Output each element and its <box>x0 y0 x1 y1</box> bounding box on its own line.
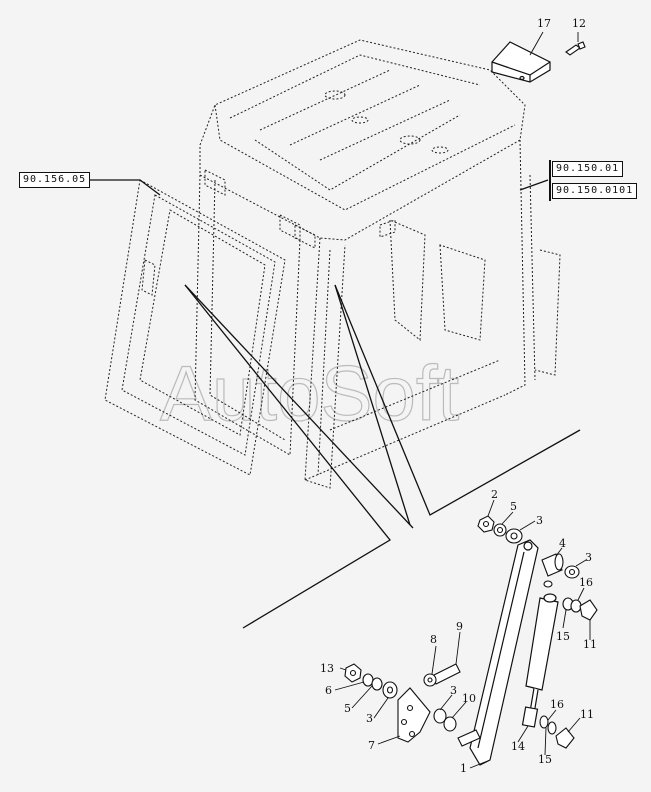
callout-5-lower: 5 <box>344 702 351 715</box>
ref-box-90-150-01: 90.150.01 <box>552 161 624 177</box>
ref-box-90-150-0101: 90.150.0101 <box>552 183 638 199</box>
ref-bracket <box>549 160 551 201</box>
callout-2: 2 <box>491 488 498 501</box>
callout-1: 1 <box>460 762 467 775</box>
callout-6: 6 <box>325 684 332 697</box>
callout-16-lower: 16 <box>550 698 564 711</box>
callout-13: 13 <box>320 662 334 675</box>
door-glass <box>104 179 286 476</box>
callout-7: 7 <box>368 739 375 752</box>
callout-12: 12 <box>572 17 586 30</box>
callout-16-upper: 16 <box>579 576 593 589</box>
callout-10: 10 <box>462 692 476 705</box>
callout-3-lower-b: 3 <box>450 684 457 697</box>
callout-11-upper: 11 <box>583 638 597 651</box>
leader-lines <box>85 179 581 629</box>
callout-15-upper: 15 <box>556 630 570 643</box>
hardware-lower <box>344 663 575 749</box>
gas-spring <box>521 593 559 728</box>
watermark: AutoSoft <box>160 349 460 437</box>
screw-12 <box>565 41 586 56</box>
callout-leaders-top <box>529 31 579 56</box>
callout-14: 14 <box>511 740 525 753</box>
cab-roof <box>199 39 526 241</box>
callout-8: 8 <box>430 633 437 646</box>
cab-frame <box>194 139 561 489</box>
callout-11-lower: 11 <box>580 708 594 721</box>
callout-leaders <box>334 499 591 769</box>
roof-bracket <box>491 41 551 83</box>
callout-3-upper-b: 3 <box>585 551 592 564</box>
callout-9: 9 <box>456 620 463 633</box>
callout-17: 17 <box>537 17 551 30</box>
callout-15-lower: 15 <box>538 753 552 766</box>
callout-4: 4 <box>559 537 566 550</box>
ref-box-90-156-05: 90.156.05 <box>19 172 91 188</box>
callout-5-upper: 5 <box>510 500 517 513</box>
callout-3-upper-a: 3 <box>536 514 543 527</box>
callout-3-lower-a: 3 <box>366 712 373 725</box>
strut-arm <box>469 539 539 766</box>
hardware-upper <box>477 515 598 621</box>
callout-numbers: 17 12 2 5 3 4 3 16 15 11 8 9 13 6 5 3 7 … <box>320 17 597 775</box>
